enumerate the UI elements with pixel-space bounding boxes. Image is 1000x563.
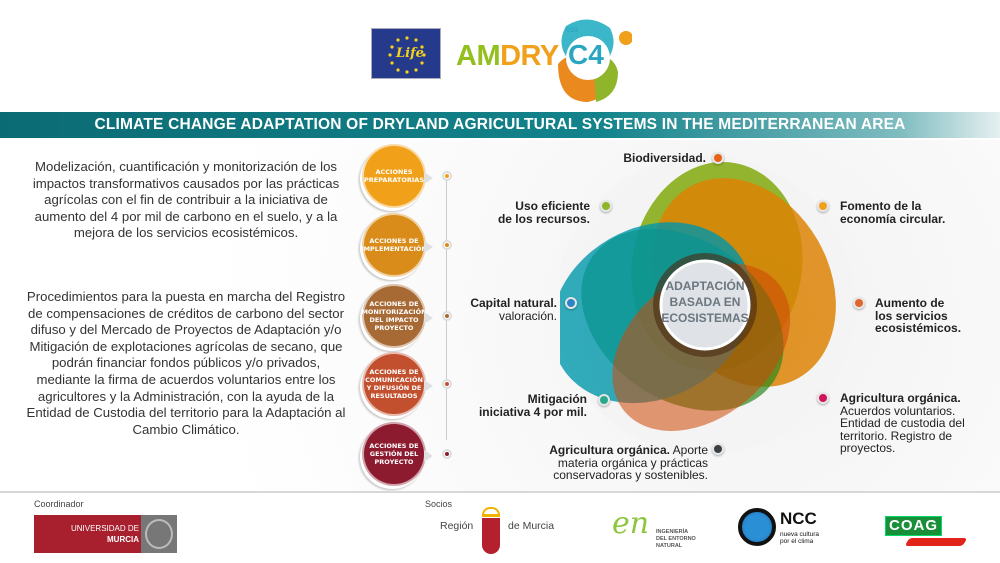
- crown-icon: [482, 507, 500, 517]
- step-implementacion: ACCIONES DE IMPLEMENTACIÓN: [361, 213, 433, 277]
- timeline-dot: [442, 311, 452, 321]
- label-capital-natural: Capital natural.valoración.: [470, 297, 557, 322]
- ncc-sub: nueva cultura: [780, 531, 820, 538]
- dot-agricultura-aporte: [712, 443, 724, 455]
- um-text: MURCIA: [107, 535, 139, 544]
- co2-text: CO2: [566, 28, 579, 34]
- dot-fomento: [817, 200, 829, 212]
- page-title: CLIMATE CHANGE ADAPTATION OF DRYLAND AGR…: [0, 112, 1000, 138]
- label-title: los servicios: [875, 308, 948, 323]
- amdry-logo: AMDRY: [456, 40, 559, 72]
- dot-aumento: [853, 297, 865, 309]
- label-title: Capital natural.: [470, 296, 557, 310]
- ingenieria-entorno-logo: en INGENIERÍA DEL ENTORNO NATURAL: [612, 505, 722, 553]
- label-title: Uso eficiente: [515, 199, 590, 213]
- coag-text: COAG: [885, 516, 942, 536]
- coag-logo: COAG: [885, 516, 968, 548]
- label-title: economía circular.: [840, 211, 946, 226]
- universidad-murcia-logo: UNIVERSIDAD DE MURCIA: [34, 515, 177, 553]
- coordinador-label: Coordinador: [34, 499, 84, 509]
- timeline-dot: [442, 171, 452, 181]
- ncc-logo: NCC nueva cultura por el clima: [738, 508, 838, 553]
- label-sub: Aporte: [669, 443, 708, 457]
- c4-text: C4: [568, 39, 604, 70]
- life-text: Life: [396, 46, 424, 61]
- step-preparatorias: ACCIONES PREPARATORIAS: [362, 144, 433, 208]
- center-line: BASADA EN: [669, 295, 741, 309]
- globe-icon: [738, 508, 776, 546]
- label-title: Aumento de: [875, 296, 945, 310]
- footer-divider: [0, 491, 1000, 493]
- timeline-dot: [442, 379, 452, 389]
- logo-dry: DRY: [500, 40, 559, 72]
- description-paragraph-2: Procedimientos para la puesta en marcha …: [26, 289, 346, 437]
- region-text: Región: [440, 520, 474, 532]
- logo-am: AM: [456, 40, 501, 72]
- en-text: INGENIERÍA: [656, 529, 689, 535]
- timeline-line: [446, 176, 447, 440]
- en-text: DEL ENTORNO: [656, 536, 696, 542]
- label-sub: valoración.: [498, 308, 557, 323]
- label-title: Fomento de la: [840, 199, 922, 213]
- socios-label: Socios: [425, 499, 453, 509]
- center-line: ECOSISTEMAS: [661, 311, 749, 325]
- label-title: Agricultura orgánica.: [549, 443, 670, 457]
- um-text: UNIVERSIDAD DE: [70, 524, 139, 533]
- label-agricultura-acuerdos: Agricultura orgánica.Acuerdos voluntario…: [840, 392, 965, 455]
- dot-capital-natural: [565, 297, 577, 309]
- timeline-dot: [442, 240, 452, 250]
- step-gestion: ACCIONES DE GESTIÓN DEL PROYECTO: [362, 422, 433, 486]
- description-paragraph-1: Modelización, cuantificación y monitoriz…: [32, 159, 340, 241]
- dot-biodiversidad: [712, 152, 724, 164]
- center-line: ADAPTACIÓN: [665, 279, 745, 293]
- dot-agricultura-acuerdos: [817, 392, 829, 404]
- label-sub: territorio. Registro de: [840, 428, 953, 443]
- label-sub: Acuerdos voluntarios.: [840, 403, 956, 418]
- ncc-sub: por el clima: [780, 538, 814, 545]
- shield-icon: [482, 518, 500, 554]
- ncc-text: NCC: [780, 509, 817, 528]
- label-sub: proyectos.: [840, 441, 896, 455]
- timeline-dot: [442, 449, 452, 459]
- center-label: ADAPTACIÓN BASADA EN ECOSISTEMAS: [655, 278, 755, 326]
- c4-landscape-icon: [558, 19, 632, 102]
- dot-uso-eficiente: [600, 200, 612, 212]
- coag-swoosh-icon: [904, 538, 968, 546]
- label-title: iniciativa 4 por mil.: [478, 404, 587, 419]
- label-sub: conservadoras y sostenibles.: [553, 468, 708, 482]
- label-sub: materia orgánica y prácticas: [557, 455, 708, 470]
- region-murcia-logo: Región de Murcia: [440, 505, 560, 555]
- step-comunicacion: ACCIONES DE COMUNICACIÓN Y DIFUSIÓN DE R…: [362, 352, 433, 416]
- label-title: de los recursos.: [497, 211, 590, 226]
- en-text: NATURAL: [656, 543, 683, 549]
- region-text: de Murcia: [508, 520, 555, 532]
- label-sub: Entidad de custodia del: [840, 416, 965, 430]
- life-logo: Life: [371, 28, 441, 79]
- eu-stars-icon: [388, 36, 426, 74]
- label-title: Biodiversidad.: [623, 151, 706, 165]
- ecosystem-flower-diagram: [560, 155, 855, 455]
- um-seal-icon: [141, 515, 177, 553]
- step-monitorizacion: ACCIONES DE MONITORIZACIÓN DEL IMPACTO P…: [361, 284, 433, 348]
- label-title: Agricultura orgánica.: [840, 391, 961, 405]
- dot-mitigacion: [598, 394, 610, 406]
- label-biodiversidad: Biodiversidad.: [623, 152, 706, 165]
- label-title: Mitigación: [527, 392, 587, 406]
- label-title: ecosistémicos.: [875, 321, 962, 335]
- en-logo-text: en: [612, 506, 650, 541]
